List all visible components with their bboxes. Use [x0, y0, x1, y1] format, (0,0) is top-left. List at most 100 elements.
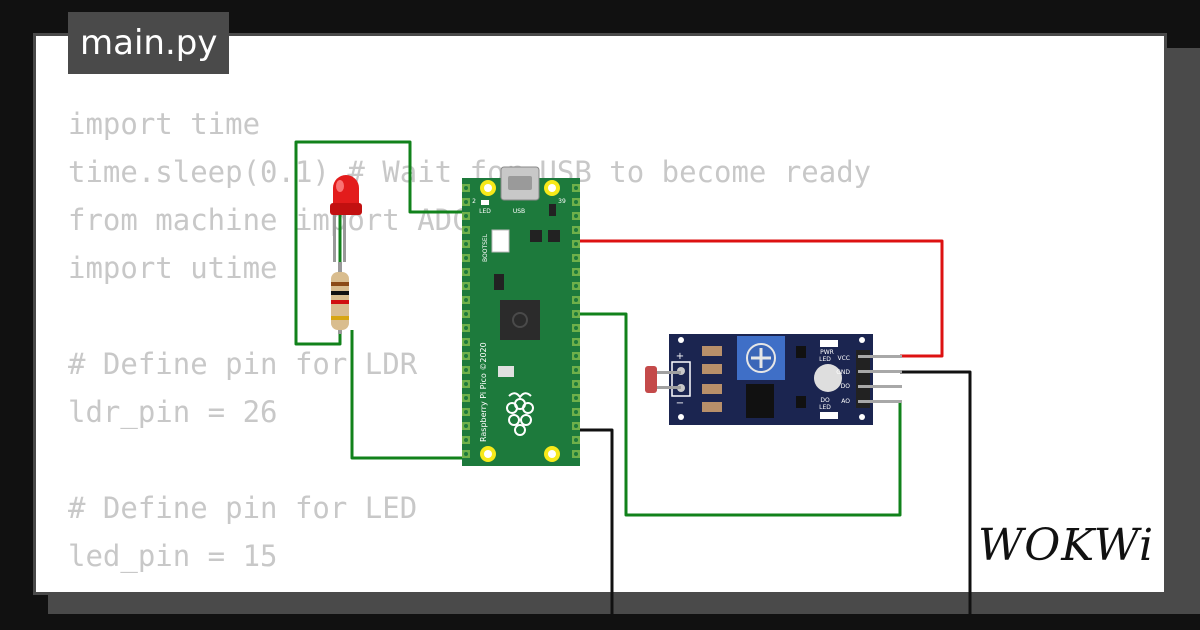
- header-pin-hole: [464, 410, 468, 414]
- sensor-dome: [814, 364, 842, 392]
- code-line: # Define pin for LDR: [68, 347, 418, 381]
- potentiometer-cross-icon: [751, 348, 771, 368]
- smd-chip: [796, 346, 806, 358]
- resistor-band: [331, 282, 349, 286]
- code-line: ldr_pin = 26: [68, 395, 278, 429]
- header-pin-gnd[interactable]: [858, 370, 902, 373]
- pin-header: [856, 350, 870, 408]
- wire-resistor-to-gnd[interactable]: [350, 330, 472, 460]
- header-pin-hole: [574, 452, 578, 456]
- raspberry-pi-pico[interactable]: LED USB 2 39 BOOTSEL Raspberry Pi Pico ©…: [462, 166, 580, 466]
- header-pin-hole: [574, 186, 578, 190]
- wire-ao-to-adc[interactable]: [568, 312, 902, 517]
- label-pin-39: 39: [558, 198, 566, 205]
- mount-hole-center: [548, 184, 556, 192]
- label-usb: USB: [513, 208, 525, 215]
- header-pin-hole: [574, 284, 578, 288]
- header-pin-hole: [574, 214, 578, 218]
- rp2040-chip: [500, 300, 540, 340]
- header-pin-hole: [464, 200, 468, 204]
- wire-vcc[interactable]: [568, 239, 944, 358]
- header-pin-ao[interactable]: [858, 400, 902, 403]
- label-do: DO: [820, 397, 830, 404]
- smd-resistor: [702, 384, 722, 394]
- header-pin-hole: [464, 396, 468, 400]
- wokwi-logo[interactable]: WOKWi: [978, 520, 1155, 571]
- raspberry-logo-icon: [506, 392, 534, 436]
- smd-chip: [494, 274, 504, 290]
- label-pwr: PWR: [820, 349, 834, 356]
- ldr-lead: [655, 371, 681, 374]
- resistor[interactable]: [331, 262, 349, 334]
- smd-resistor: [702, 346, 722, 356]
- photoresistor[interactable]: [645, 366, 657, 393]
- header-pin-hole: [464, 354, 468, 358]
- mount-hole: [859, 414, 865, 420]
- header-pin-hole: [464, 424, 468, 428]
- filename-tab[interactable]: main.py: [68, 12, 230, 74]
- led-leg-right: [343, 212, 346, 262]
- code-line: import time: [68, 107, 261, 141]
- mount-hole: [859, 337, 865, 343]
- mount-hole-center: [484, 184, 492, 192]
- led-body: [333, 175, 359, 205]
- header-pin-hole: [464, 438, 468, 442]
- wire-led-to-gp[interactable]: [294, 140, 472, 346]
- header-pin-hole: [464, 284, 468, 288]
- header-pin-hole: [464, 452, 468, 456]
- wire-gnd-board[interactable]: [568, 428, 614, 630]
- label-pin-2: 2: [472, 198, 476, 205]
- header-pin-hole: [574, 228, 578, 232]
- red-led[interactable]: [330, 175, 362, 262]
- pin-label-vcc: VCC: [838, 355, 850, 362]
- smd-resistor: [702, 402, 722, 412]
- bootsel-button[interactable]: [491, 229, 510, 253]
- header-pin-vcc[interactable]: [858, 355, 902, 358]
- label-do-led: LED: [819, 404, 831, 411]
- do-led: [820, 412, 838, 419]
- resistor-band: [331, 300, 349, 304]
- wire-gnd-sensor[interactable]: [900, 370, 972, 630]
- label-led: LED: [479, 208, 491, 215]
- header-pin-hole: [574, 298, 578, 302]
- usb-port: [508, 176, 532, 190]
- smd-chip: [796, 396, 806, 408]
- header-pin-hole: [574, 382, 578, 386]
- ldr-sensor-module[interactable]: + − PWR LED DO LED VCC GND DO AO: [645, 334, 902, 425]
- ldr-lead: [655, 386, 681, 389]
- label-minus: −: [676, 398, 684, 409]
- header-pin-hole: [574, 340, 578, 344]
- ldr-socket: [671, 361, 691, 397]
- header-pin-hole: [574, 270, 578, 274]
- led-highlight: [336, 180, 344, 192]
- header-pin-hole: [464, 242, 468, 246]
- smd-resistor: [702, 364, 722, 374]
- pin-label-do: DO: [841, 383, 851, 390]
- code-line: import utime: [68, 251, 278, 285]
- pin-label-gnd: GND: [836, 369, 850, 376]
- header-pin-hole: [574, 354, 578, 358]
- header-pin-hole: [464, 256, 468, 260]
- header-pin-hole: [464, 368, 468, 372]
- header-pin-hole: [574, 410, 578, 414]
- pin-headers: [462, 184, 580, 458]
- label-bootsel: BOOTSEL: [482, 233, 489, 262]
- header-pin-hole: [574, 368, 578, 372]
- resistor-band: [331, 316, 349, 320]
- header-pin-hole: [574, 326, 578, 330]
- comparator-ic: [746, 384, 774, 418]
- header-pin-hole: [464, 270, 468, 274]
- label-pwr-led: LED: [819, 356, 831, 363]
- smd-chip: [548, 230, 560, 242]
- header-pin-do[interactable]: [858, 385, 902, 388]
- header-pin-hole: [574, 242, 578, 246]
- led-base: [330, 203, 362, 215]
- label-board-name: Raspberry Pi Pico ©2020: [479, 342, 488, 442]
- flash-chip: [498, 366, 514, 377]
- smd-chip: [530, 230, 542, 242]
- mount-hole: [678, 337, 684, 343]
- mount-hole: [678, 414, 684, 420]
- header-pin-hole: [464, 326, 468, 330]
- mount-hole-center: [548, 450, 556, 458]
- header-pin-hole: [464, 340, 468, 344]
